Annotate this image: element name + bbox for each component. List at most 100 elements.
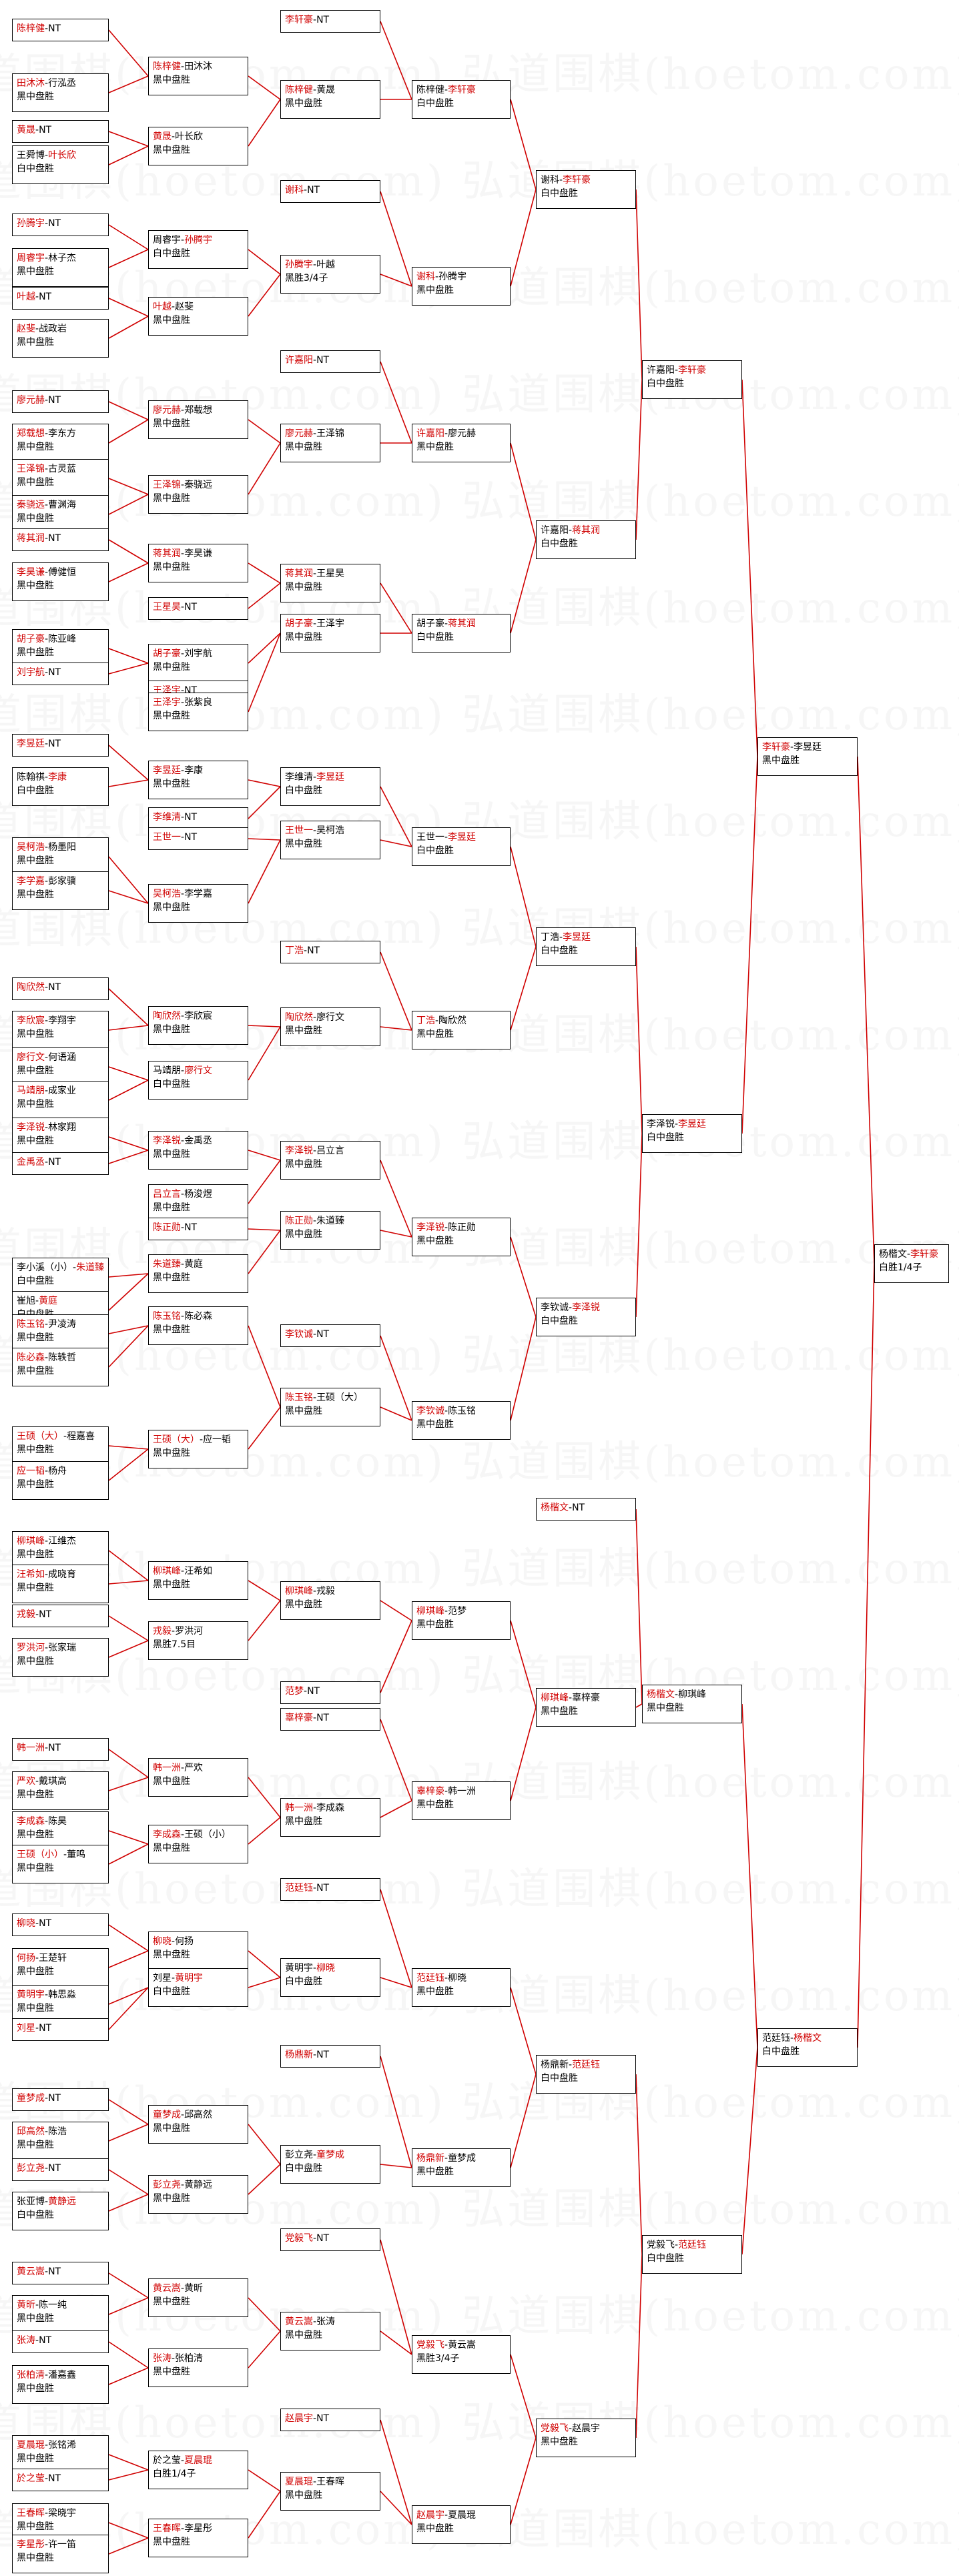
match-box: 陈玉铭-王硕（大）黑中盘胜 [280, 1388, 380, 1426]
player-one: 戎毅 [153, 1626, 172, 1637]
player-one: 王星昊 [153, 602, 181, 612]
match-players: 韩一洲-李成森 [285, 1801, 376, 1815]
bracket-connector [857, 756, 875, 1264]
bracket-connector [248, 1406, 281, 1450]
bracket-connector [108, 1273, 149, 1278]
player-two: 张铭浠 [48, 2440, 77, 2451]
player-one: 李轩豪 [285, 15, 313, 25]
vs-separator: - [45, 1569, 49, 1580]
nt-separator: - [45, 667, 49, 678]
bracket-connector [380, 2056, 412, 2168]
match-players: 李欣宸-李翔宇 [17, 1014, 104, 1027]
match-result: 黑中盘胜 [416, 442, 454, 452]
match-box: 党毅飞-NT [280, 2228, 380, 2251]
match-players: 陈正勋-朱道臻 [285, 1214, 376, 1228]
player-one: 刘星 [17, 2023, 35, 2034]
player-one: 王泽宇 [153, 697, 181, 708]
match-box: 童梦成-NT [12, 2088, 109, 2111]
player-two: 陈玉铭 [448, 1406, 476, 1416]
player-two: 邱高然 [184, 2110, 213, 2120]
player-two: 陈浩 [48, 2126, 67, 2137]
player-one: 周睿宇 [17, 253, 45, 264]
match-players: 陈梓健-李轩豪 [416, 83, 506, 97]
player-one: 李钦诚 [285, 1329, 313, 1340]
player-one: 柳琪峰 [285, 1586, 313, 1597]
vs-separator: - [675, 2240, 679, 2250]
player-one: 许嘉阳 [647, 365, 675, 376]
match-box: 柳晓-NT [12, 1913, 109, 1936]
player-one: 柳晓 [17, 1918, 35, 1929]
player-two: 梁晓宇 [48, 2508, 77, 2519]
bracket-connector [108, 494, 149, 515]
match-players: 李泽锐-李昱廷 [647, 1118, 737, 1131]
match-box: 王硕（大）-应一韬黑中盘胜 [148, 1430, 248, 1468]
bracket-connector [510, 846, 537, 947]
match-box: 柳琪峰-汪希如黑中盘胜 [148, 1561, 248, 1600]
match-box: 吴柯浩-杨墨阳黑中盘胜 [12, 837, 109, 876]
match-box: 王泽锦-古灵蓝黑中盘胜 [12, 459, 109, 498]
vs-separator: - [63, 1431, 67, 1442]
match-players: 陈必森-陈轶哲 [17, 1351, 104, 1364]
player-one: 李星彤 [17, 2539, 45, 2550]
match-box: 罗洪河-张家瑞黑中盘胜 [12, 1638, 109, 1677]
player-two: 韩一洲 [448, 1786, 476, 1797]
bracket-connector [108, 1445, 149, 1450]
bracket-connector [510, 442, 537, 540]
player-one: 韩一洲 [17, 1743, 45, 1753]
match-players: 陈玉铭-王硕（大） [285, 1391, 376, 1404]
vs-separator: - [569, 1302, 573, 1313]
bracket-connector [510, 1620, 537, 1708]
match-players: 许嘉阳-蒋其润 [541, 524, 631, 537]
player-two: 张柏清 [175, 2353, 204, 2364]
match-result: 黑中盘胜 [416, 1799, 454, 1810]
match-box: 丁浩-NT [280, 941, 380, 963]
match-box: 柳琪峰-辜梓豪黑中盘胜 [536, 1688, 636, 1727]
player-two: 李昊谦 [184, 548, 213, 559]
match-box: 韩一洲-NT [12, 1738, 109, 1761]
bracket-connector [380, 2239, 412, 2355]
vs-separator: - [181, 1763, 185, 1773]
match-result: 黑中盘胜 [17, 266, 54, 277]
player-one: 丁浩 [285, 945, 304, 956]
match-result: 白中盘胜 [416, 98, 454, 109]
match-players: 黄晟-NT [17, 123, 104, 137]
player-two: 李昱廷 [448, 832, 476, 843]
match-players: 许嘉阳-廖元赫 [416, 427, 506, 440]
player-two: 陈一纯 [39, 2300, 67, 2310]
player-one: 杨鼎新 [285, 2050, 313, 2060]
player-two: 应一韬 [203, 1434, 232, 1445]
bracket-connector [380, 21, 412, 100]
player-one: 李成森 [153, 1829, 181, 1840]
match-players: 李泽锐-林家翔 [17, 1121, 104, 1134]
match-box: 李泽锐-李昱廷白中盘胜 [642, 1114, 742, 1153]
bracket-connector [380, 2164, 412, 2168]
bracket-connector [510, 539, 537, 634]
match-box: 黄明宇-韩思淼黑中盘胜 [12, 1985, 109, 2024]
match-players: 李维清-李昱廷 [285, 771, 376, 784]
match-players: 李轩豪-李昱廷 [762, 741, 853, 754]
player-two: 范廷钰 [572, 2060, 601, 2070]
vs-separator: - [45, 500, 49, 510]
bracket-connector [108, 890, 149, 904]
vs-separator: - [45, 1352, 49, 1363]
match-players: 李维清-NT [153, 811, 244, 824]
bracket-connector [108, 663, 149, 675]
match-players: 谢科-李轩豪 [541, 173, 631, 187]
match-result: 白中盘胜 [285, 785, 322, 796]
vs-separator: - [675, 1689, 679, 1700]
player-two: 秦骁远 [184, 480, 213, 490]
player-two: 吕立言 [316, 1146, 345, 1156]
match-players: 胡子豪-刘宇航 [153, 647, 244, 661]
player-one: 李欣宸 [17, 1015, 45, 1026]
player-one: 王硕（大） [17, 1431, 63, 1442]
player-one: 李昱廷 [17, 739, 45, 749]
match-players: 党毅飞-黄云嵩 [416, 2338, 506, 2352]
match-box: 陈梓健-黄晟黑中盘胜 [280, 80, 380, 119]
player-one: 彭立尧 [153, 2180, 181, 2190]
match-box: 黄云嵩-张涛黑中盘胜 [280, 2312, 380, 2350]
match-box: 夏晨琨-王春晖黑中盘胜 [280, 2472, 380, 2511]
vs-separator: - [181, 2110, 185, 2120]
player-one: 彭立尧 [285, 2150, 313, 2160]
bracket-connector [510, 1987, 537, 2075]
player-one: 戎毅 [17, 1609, 35, 1620]
